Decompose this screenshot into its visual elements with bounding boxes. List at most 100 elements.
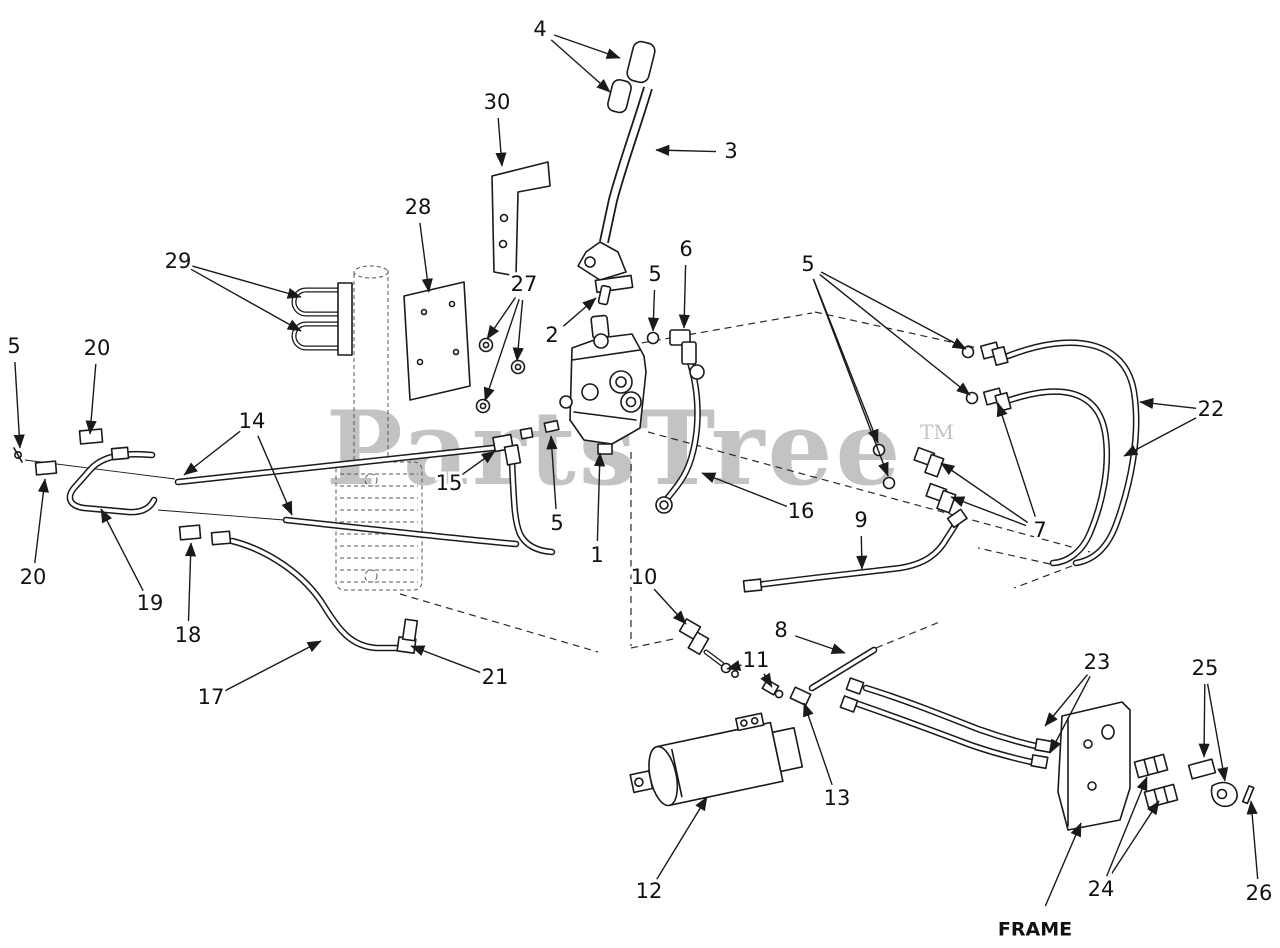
leader-line xyxy=(257,435,293,516)
valve-fittings xyxy=(492,329,697,514)
leader-line xyxy=(183,430,241,476)
leader-line xyxy=(803,702,833,786)
callout-label-8: 8 xyxy=(774,618,787,642)
callout-5: 5 xyxy=(645,259,665,332)
callout-label-5: 5 xyxy=(550,511,563,535)
lever-grip-lower xyxy=(607,78,632,114)
leader-line xyxy=(1246,800,1259,880)
callout-10: 10 xyxy=(628,562,687,625)
leader-line xyxy=(1049,675,1091,754)
leader-line xyxy=(85,363,97,435)
leader-line xyxy=(1198,683,1210,758)
callout-14: 14 xyxy=(183,406,293,516)
leader-line xyxy=(655,144,717,156)
leader-line xyxy=(550,39,611,93)
leader-line xyxy=(546,435,558,510)
leader-line xyxy=(419,222,433,293)
callout-label-27: 27 xyxy=(511,272,538,296)
fitting-20a xyxy=(34,460,58,476)
callout-1: 1 xyxy=(587,452,607,570)
leader-line xyxy=(486,297,517,340)
callout-label-10: 10 xyxy=(631,565,658,589)
callout-label-5: 5 xyxy=(7,334,20,358)
callout-label-6: 6 xyxy=(679,237,692,261)
leader-line xyxy=(647,289,660,332)
leader-line xyxy=(1106,776,1148,877)
leader-line xyxy=(190,268,302,332)
tube-9-fittings xyxy=(742,508,968,593)
callout-26: 26 xyxy=(1243,800,1275,908)
callout-label-2: 2 xyxy=(545,323,558,347)
callout-label-22: 22 xyxy=(1198,397,1225,421)
connector-25a xyxy=(1187,758,1217,780)
callout-20: 20 xyxy=(81,333,113,435)
bracket-hose-nuts xyxy=(1030,738,1053,770)
lever-grip-upper xyxy=(626,40,656,84)
leader-line xyxy=(1206,683,1229,782)
callout-label-18: 18 xyxy=(175,623,202,647)
cylinder-clevis xyxy=(629,770,654,794)
hose-16-end-fitting xyxy=(655,496,673,514)
phantom-lines xyxy=(24,311,1091,653)
leader-line xyxy=(1123,416,1199,457)
callout-label-25: 25 xyxy=(1192,656,1219,680)
leader-line xyxy=(794,635,846,654)
callout-label-17: 17 xyxy=(198,685,225,709)
callout-30: 30 xyxy=(481,87,513,167)
leader-line xyxy=(1139,397,1197,410)
connector-24a xyxy=(1133,753,1169,779)
callout-label-19: 19 xyxy=(137,591,164,615)
elbow-21 xyxy=(396,618,419,654)
callout-19: 19 xyxy=(100,508,166,618)
pin-26 xyxy=(1241,785,1255,805)
callout-3: 3 xyxy=(655,136,741,166)
callout-label-28: 28 xyxy=(405,195,432,219)
connector-25b xyxy=(1210,781,1238,808)
callout-25: 25 xyxy=(1189,653,1229,782)
valve-outlet-port xyxy=(689,364,705,380)
elbow-cluster xyxy=(872,443,957,514)
leader-line xyxy=(1044,822,1082,907)
callout-5: 5 xyxy=(546,435,567,538)
leader-line xyxy=(512,299,524,362)
callout-label-4: 4 xyxy=(533,17,546,41)
callout-label-21: 21 xyxy=(482,665,509,689)
leader-line xyxy=(678,264,690,329)
washers xyxy=(475,337,526,414)
leader-line xyxy=(184,542,197,622)
u-bolt-clamp xyxy=(337,282,353,356)
callout-13: 13 xyxy=(803,702,853,813)
callout-5: 5 xyxy=(798,249,971,477)
callout-20: 20 xyxy=(17,478,49,592)
callout-27: 27 xyxy=(483,269,540,402)
leader-line xyxy=(820,271,967,350)
callout-28: 28 xyxy=(402,192,434,293)
leader-line xyxy=(483,298,520,402)
leader-line xyxy=(653,588,687,625)
leader-line xyxy=(701,472,788,508)
callout-label-20: 20 xyxy=(20,565,47,589)
callout-label-11: 11 xyxy=(743,648,770,672)
leader-line xyxy=(34,478,49,564)
callout-label-5: 5 xyxy=(648,262,661,286)
valve-mounting-plate xyxy=(403,281,471,401)
leader-line xyxy=(562,297,597,327)
callout-21: 21 xyxy=(410,645,511,692)
callout-label-30: 30 xyxy=(484,90,511,114)
control-valve xyxy=(559,314,705,455)
leader-line xyxy=(460,450,496,476)
callout-label-26: 26 xyxy=(1246,881,1273,905)
leader-line xyxy=(760,672,773,688)
callout-label-29: 29 xyxy=(165,249,192,273)
callout-label-16: 16 xyxy=(788,499,815,523)
leader-line xyxy=(950,496,1027,527)
callout-7: 7 xyxy=(940,402,1050,545)
callout-frame: FRAME xyxy=(995,822,1082,944)
lower-center-fittings xyxy=(678,618,865,713)
fitting-13 xyxy=(789,686,812,707)
callout-8: 8 xyxy=(771,615,846,654)
callout-label-9: 9 xyxy=(854,508,867,532)
